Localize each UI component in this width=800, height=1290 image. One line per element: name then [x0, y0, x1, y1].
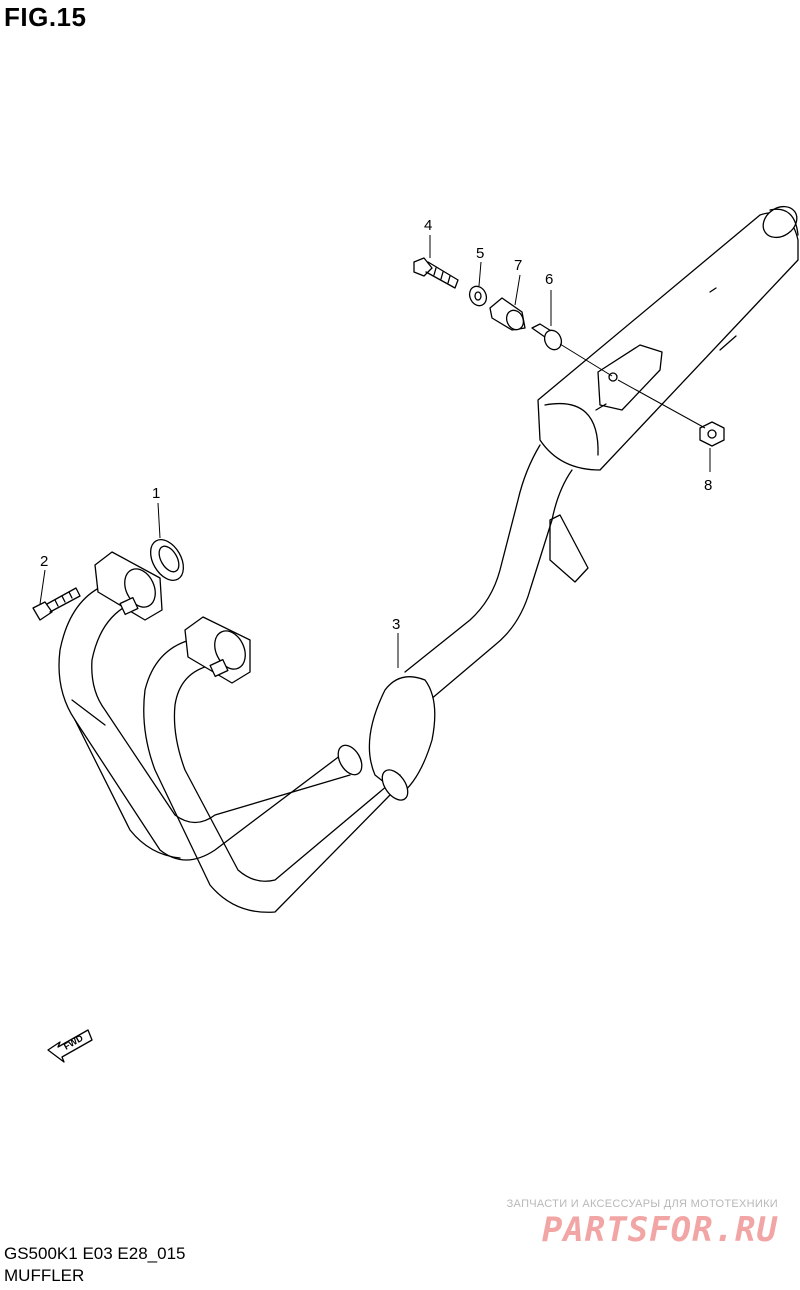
model-code: GS500K1 E03 E28_015: [4, 1244, 186, 1263]
callout-1: 1: [152, 485, 160, 502]
fwd-arrow-icon: FWD: [47, 1029, 93, 1063]
muffler-nut: [699, 421, 725, 447]
muffler-bolt: [413, 257, 459, 289]
figure-title: FIG.15: [4, 2, 87, 32]
washer: [468, 285, 488, 307]
watermark-logo: PARTSFOR.RU: [541, 1210, 778, 1250]
section-name: MUFFLER: [4, 1266, 85, 1285]
header-clamp-front: [184, 616, 251, 684]
watermark-tagline: ЗАПЧАСТИ И АКСЕССУАРЫ ДЛЯ МОТОТЕХНИКИ: [506, 1198, 778, 1210]
header-clamp-rear: [94, 551, 163, 621]
callout-5: 5: [476, 245, 484, 262]
leader-lines: [39, 235, 711, 668]
muffler-body: [537, 205, 799, 583]
header-bolt: [32, 587, 81, 621]
callout-6: 6: [545, 271, 553, 288]
callout-8: 8: [704, 477, 712, 494]
callout-labels: 1 2 3 4 5 6 7 8: [40, 217, 712, 633]
callout-4: 4: [424, 217, 432, 234]
watermark: ЗАПЧАСТИ И АКСЕССУАРЫ ДЛЯ МОТОТЕХНИКИ PA…: [507, 1198, 778, 1250]
collar: [531, 323, 563, 351]
gasket-ring: [149, 539, 185, 581]
callout-3: 3: [392, 616, 400, 633]
exhaust-pipe-assembly: [58, 444, 573, 913]
callout-7: 7: [514, 257, 522, 274]
callout-2: 2: [40, 553, 48, 570]
rubber-cushion: [489, 297, 526, 331]
